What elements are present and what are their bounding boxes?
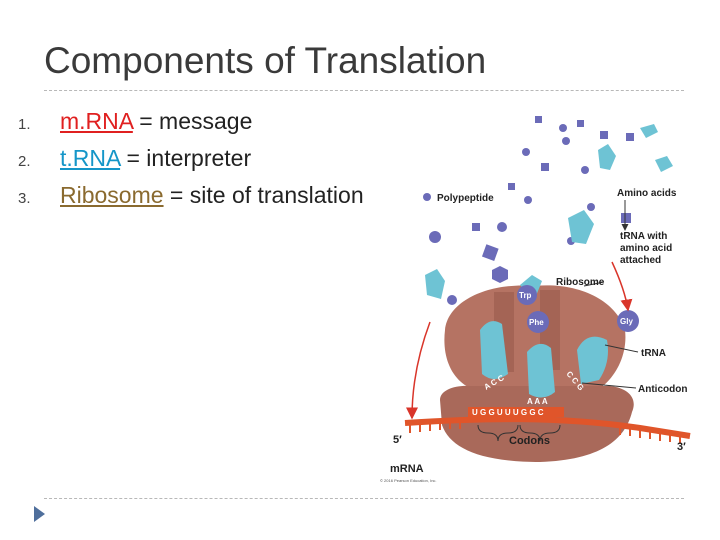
- free-amino-acids: [423, 116, 634, 305]
- item-number: 1.: [18, 116, 31, 133]
- amino-acids-label: Amino acids: [617, 188, 677, 199]
- aa-gly: [617, 310, 639, 332]
- trna-attached-label: tRNA with amino acid attached: [620, 231, 675, 266]
- list-item: 1. m.RNA = message: [18, 108, 364, 145]
- aa-trp-label: Trp: [519, 291, 532, 300]
- anticodon-label: Anticodon: [638, 384, 687, 395]
- item-text: Ribosome = site of translation: [60, 182, 364, 209]
- ribosome-label: Ribosome: [556, 277, 605, 288]
- list-item: 2. t.RNA = interpreter: [18, 145, 364, 182]
- copyright-notice: © 2016 Pearson Education, Inc.: [380, 478, 437, 483]
- slide-title: Components of Translation: [44, 40, 487, 81]
- list-item: 3. Ribosome = site of translation: [18, 182, 364, 219]
- free-trna-group: [425, 124, 673, 299]
- item-number: 2.: [18, 153, 31, 170]
- term-mrna: m.RNA: [60, 108, 133, 134]
- codon-sequence: U G G U U U G G C: [472, 408, 544, 417]
- item-text: t.RNA = interpreter: [60, 145, 251, 172]
- direction-arrow-left: [406, 321, 431, 420]
- three-prime-label: 3′: [677, 441, 686, 453]
- footer-divider: [44, 498, 684, 499]
- term-definition: = site of translation: [163, 182, 364, 208]
- growing-chain: Trp Phe Gly: [517, 285, 639, 333]
- term-definition: = interpreter: [120, 145, 252, 171]
- anticodon-mid: A A A: [527, 397, 548, 406]
- item-text: m.RNA = message: [60, 108, 252, 135]
- item-number: 3.: [18, 190, 31, 207]
- aa-trp: [517, 285, 537, 305]
- trna-label: tRNA: [641, 348, 666, 359]
- mrna-label: mRNA: [390, 463, 424, 475]
- mrna-strand: U G G U U U G G C: [404, 407, 691, 444]
- title-divider: [44, 90, 684, 91]
- five-prime-label: 5′: [393, 434, 402, 446]
- leader-lines: [581, 200, 639, 389]
- slide-bullet-arrow-icon: [34, 506, 45, 522]
- aa-gly-label: Gly: [620, 317, 633, 326]
- direction-arrow-right: [611, 261, 633, 312]
- component-list: 1. m.RNA = message 2. t.RNA = interprete…: [18, 108, 364, 219]
- term-trna: t.RNA: [60, 145, 121, 171]
- aa-phe: [527, 311, 549, 333]
- term-ribosome: Ribosome: [60, 182, 164, 208]
- aa-phe-label: Phe: [529, 318, 544, 327]
- codons-label: Codons: [509, 435, 550, 447]
- bound-trna-group: [480, 275, 608, 398]
- polypeptide-label: Polypeptide: [437, 193, 494, 204]
- term-definition: = message: [132, 108, 253, 134]
